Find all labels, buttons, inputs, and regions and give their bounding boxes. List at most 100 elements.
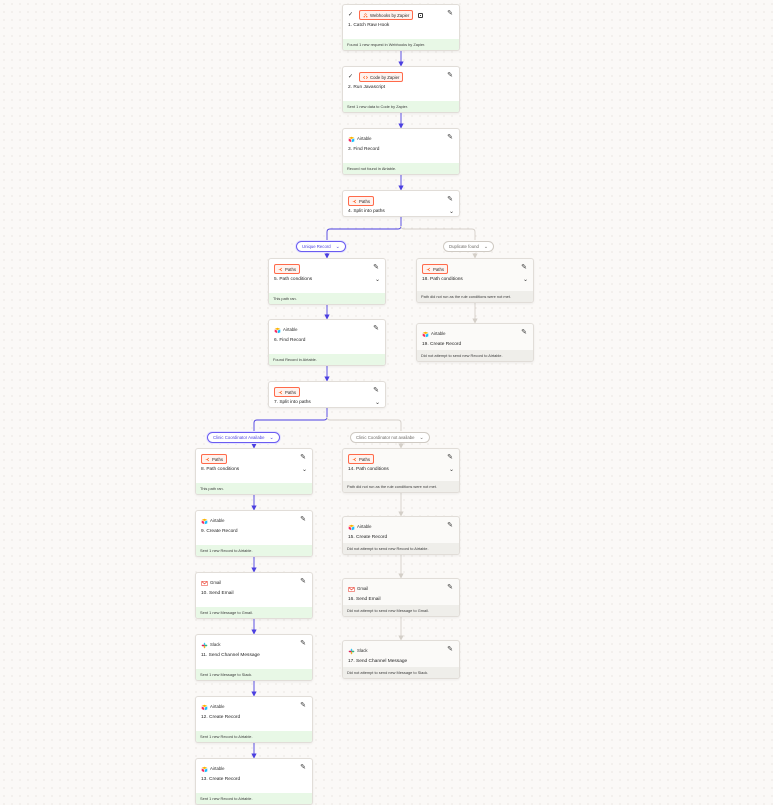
step-title: 12. Create Record [201, 715, 241, 720]
app-name: Paths [285, 389, 296, 395]
app-name: Airtable [210, 518, 225, 523]
app-badge: Paths [201, 454, 227, 464]
step-card-18[interactable]: Paths✎18. Path conditions⌄Path did not r… [416, 258, 534, 303]
step-card-7[interactable]: Paths ✎ 7. Split into paths ⌄ [268, 381, 386, 408]
step-header: Slack [201, 640, 307, 650]
filter-icon[interactable] [418, 12, 424, 18]
chevron-down-icon[interactable]: ⌄ [374, 277, 380, 283]
pencil-icon[interactable]: ✎ [447, 10, 453, 17]
pencil-icon[interactable]: ✎ [447, 454, 453, 461]
app-name: Slack [210, 642, 221, 647]
chevron-down-icon[interactable]: ⌄ [448, 209, 454, 215]
step-title: 8. Path conditions [201, 467, 240, 472]
step-status: Sent 1 new Record to Airtable. [196, 793, 312, 804]
pencil-icon[interactable]: ✎ [300, 702, 306, 709]
check-icon: ✓ [348, 74, 354, 80]
step-status: Sent 1 new Record to Airtable. [196, 731, 312, 742]
chevron-down-icon[interactable]: ⌄ [301, 467, 307, 473]
pencil-icon[interactable]: ✎ [447, 196, 453, 203]
paths-icon [352, 199, 356, 203]
pencil-icon[interactable]: ✎ [373, 387, 379, 394]
slack-icon [348, 648, 355, 654]
pencil-icon[interactable]: ✎ [300, 764, 306, 771]
step-status: Path did not run as the rule conditions … [417, 291, 533, 302]
chevron-down-icon[interactable]: ⌄ [522, 277, 528, 283]
app-name: Paths [212, 456, 223, 462]
step-status: Did not attempt to send new Record to Ai… [417, 350, 533, 361]
step-title: 18. Path conditions [422, 277, 463, 282]
step-card-8[interactable]: Paths✎8. Path conditions⌄This path ran. [195, 448, 313, 495]
branch-label-duplicate-found[interactable]: Duplicate found ⌄ [443, 241, 495, 252]
chevron-down-icon[interactable]: ⌄ [483, 243, 489, 250]
step-title: 11. Send Channel Message [201, 653, 260, 658]
pencil-icon[interactable]: ✎ [521, 329, 527, 336]
pencil-icon[interactable]: ✎ [373, 264, 379, 271]
branch-name: Duplicate found [449, 244, 479, 249]
step-title: 14. Path conditions [348, 467, 389, 472]
pencil-icon[interactable]: ✎ [300, 516, 306, 523]
step-header: Gmail [348, 584, 454, 594]
pencil-icon[interactable]: ✎ [300, 454, 306, 461]
step-title: 1. Catch Raw Hook [348, 23, 390, 28]
step-card-5[interactable]: Paths✎5. Path conditions⌄This path ran. [268, 258, 386, 305]
step-header: Paths [274, 387, 380, 397]
step-title: 7. Split into paths [274, 400, 311, 405]
step-header: Gmail [201, 578, 307, 588]
pencil-icon[interactable]: ✎ [447, 522, 453, 529]
step-title: 19. Create Record [422, 342, 462, 347]
app-name: Code by Zapier [370, 74, 400, 80]
step-title: 10. Send Email [201, 591, 234, 596]
chevron-down-icon[interactable]: ⌄ [335, 243, 340, 250]
app-badge: Code by Zapier [359, 72, 404, 82]
step-status: Did not attempt to send new Record to Ai… [343, 543, 459, 554]
airtable-icon [422, 331, 429, 337]
pencil-icon[interactable]: ✎ [447, 584, 453, 591]
step-header: Airtable [201, 516, 307, 526]
step-status: Did not attempt to send new Message to G… [343, 605, 459, 616]
step-header: ✓Webhooks by Zapier [348, 10, 454, 20]
branch-label-coordinator-not-available[interactable]: Clinic Coordinator not availabe⌄ [350, 432, 430, 443]
chevron-down-icon[interactable]: ⌄ [269, 434, 274, 441]
branch-name: Clinic Coordinator Availabe [213, 435, 265, 440]
pencil-icon[interactable]: ✎ [447, 134, 453, 141]
step-status: Found 1 new request in Webhooks by Zapie… [343, 39, 459, 50]
pencil-icon[interactable]: ✎ [300, 640, 306, 647]
pencil-icon[interactable]: ✎ [447, 646, 453, 653]
step-header: Airtable [201, 764, 307, 774]
step-title: 2. Run Javascript [348, 85, 386, 90]
step-card-4[interactable]: Paths✎4. Split into paths⌄ [342, 190, 460, 217]
airtable-icon [348, 136, 355, 142]
chevron-down-icon[interactable]: ⌄ [448, 467, 454, 473]
paths-icon [278, 267, 282, 271]
pencil-icon[interactable]: ✎ [300, 578, 306, 585]
step-header: Paths [274, 264, 380, 274]
branch-label-unique-record[interactable]: Unique Record⌄ [296, 241, 346, 252]
step-header: Airtable [348, 134, 454, 144]
step-card-14[interactable]: Paths✎14. Path conditions⌄Path did not r… [342, 448, 460, 493]
app-name: Airtable [210, 704, 225, 709]
step-title: 3. Find Record [348, 147, 380, 152]
branch-label-coordinator-available[interactable]: Clinic Coordinator Availabe ⌄ [207, 432, 280, 443]
step-title: 9. Create Record [201, 529, 238, 534]
chevron-down-icon[interactable]: ⌄ [419, 434, 424, 441]
pencil-icon[interactable]: ✎ [447, 72, 453, 79]
pencil-icon[interactable]: ✎ [521, 264, 527, 271]
step-header: Paths [348, 454, 454, 464]
app-name: Gmail [357, 586, 369, 591]
chevron-down-icon[interactable]: ⌄ [374, 400, 380, 406]
pencil-icon[interactable]: ✎ [373, 325, 379, 332]
step-title: 16. Send Email [348, 597, 381, 602]
